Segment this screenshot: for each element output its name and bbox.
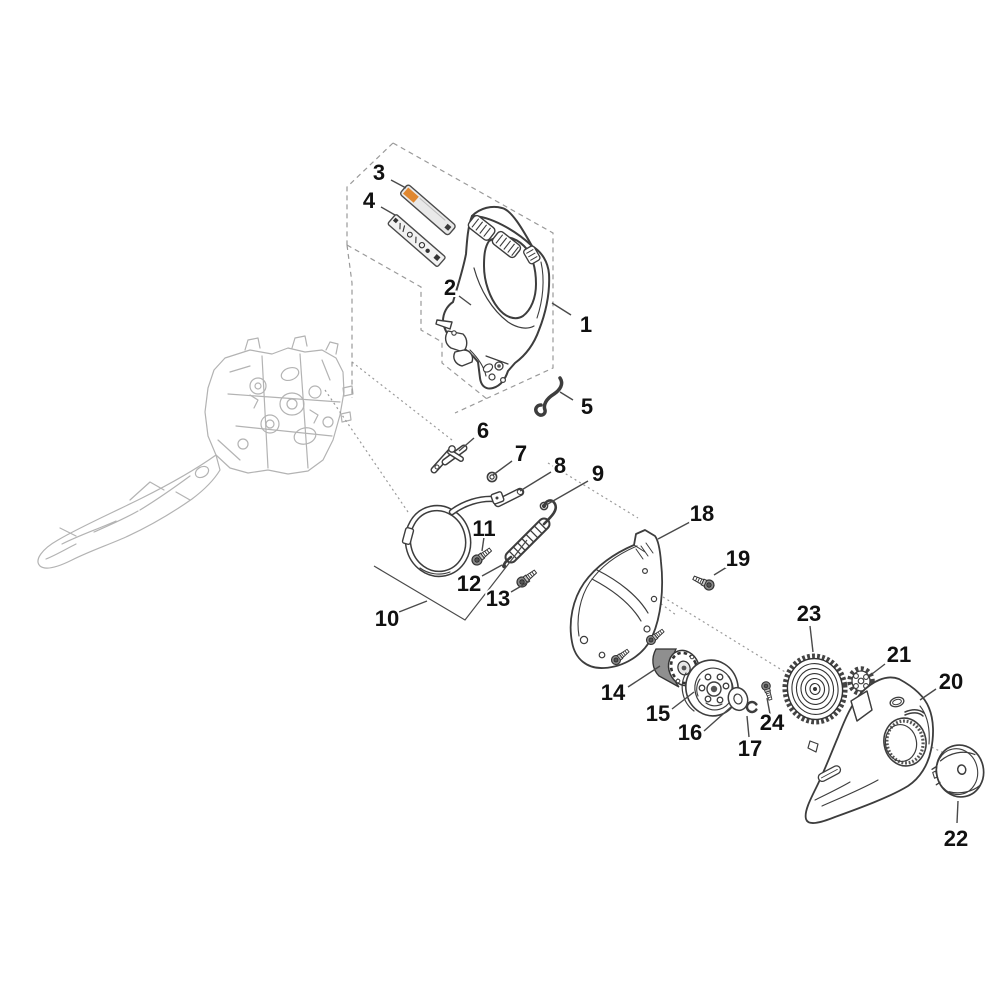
projection-line (926, 744, 945, 754)
callout-10-label: 10 (375, 606, 399, 631)
grip-pad (491, 230, 522, 259)
callout-16-leader (703, 706, 732, 732)
callout-12-label: 12 (457, 571, 481, 596)
callout-4-leader (380, 206, 396, 216)
grip-pad (523, 245, 541, 265)
callout-2-label: 2 (444, 275, 456, 300)
projection-line (662, 596, 791, 676)
callout-3-label: 3 (373, 160, 385, 185)
washer-16 (727, 686, 749, 712)
e-clip-17 (745, 700, 758, 714)
fan-housing (804, 676, 934, 824)
callout-5-leader (559, 391, 574, 401)
starter-cover-cap (931, 744, 985, 798)
projection-line (324, 389, 409, 513)
exploded-group-box (392, 142, 554, 414)
spring-clip (534, 376, 564, 417)
callout-21-label: 21 (887, 642, 911, 667)
callout-19-leader (713, 566, 728, 576)
projection-line (351, 361, 453, 441)
callout-5-label: 5 (581, 394, 593, 419)
callout-6-leader (458, 437, 475, 452)
callout-22-label: 22 (944, 826, 968, 851)
callout-24-leader (766, 697, 771, 715)
brake-band (401, 491, 505, 578)
callout-18-label: 18 (690, 501, 714, 526)
callout-14-leader (627, 665, 661, 688)
callout-24-label: 24 (760, 710, 785, 735)
callout-17-leader (746, 715, 750, 738)
callout-10-leader (398, 600, 428, 613)
callout-9-label: 9 (592, 461, 604, 486)
throttle-trigger (435, 319, 474, 367)
callout-20-leader (919, 688, 937, 701)
handle-mount-foot (482, 355, 509, 384)
projection-line (547, 462, 639, 519)
callout-17-label: 17 (738, 736, 762, 761)
callout-3-leader (390, 179, 407, 189)
callout-15-label: 15 (646, 701, 670, 726)
callout-16-label: 16 (678, 720, 702, 745)
callout-8-leader (519, 471, 552, 492)
clutch-drum (681, 659, 739, 717)
screw-13 (514, 566, 540, 590)
callout-23-label: 23 (797, 601, 821, 626)
handle-grip-hole (483, 235, 537, 320)
callout-11-leader (481, 536, 485, 552)
callout-2-leader (458, 295, 472, 306)
callout-8-label: 8 (554, 453, 566, 478)
starter-pawl-gear (847, 666, 875, 696)
callout-9-leader (545, 480, 589, 506)
sprocket-cover (569, 529, 664, 669)
callout-21-leader (871, 663, 886, 675)
grip-pad (467, 214, 496, 241)
callout-18-leader (657, 521, 691, 540)
trim-strip-4 (387, 214, 446, 267)
rear-handle (442, 205, 551, 390)
callout-19-label: 19 (726, 546, 750, 571)
callout-23-leader (809, 625, 814, 653)
callout-11-label: 11 (472, 516, 495, 541)
callout-4-label: 4 (363, 188, 376, 213)
callout-6-label: 6 (477, 418, 489, 443)
callout-13-label: 13 (486, 586, 510, 611)
screw-19 (690, 572, 717, 593)
strip-orange-tip (402, 187, 419, 203)
callout-13-leader (510, 580, 531, 593)
brake-lever-pawl (430, 444, 468, 474)
callout-1-leader (551, 302, 572, 316)
callout-20-label: 20 (939, 669, 963, 694)
engine-housing-ghost (37, 335, 354, 569)
callout-7-label: 7 (515, 441, 527, 466)
callout-15-leader (671, 691, 695, 710)
construction-lines (324, 142, 945, 754)
callout-12-leader (481, 564, 503, 577)
callout-1-label: 1 (580, 312, 592, 337)
group-bracket-10 (373, 539, 528, 621)
callout-14-label: 14 (601, 680, 626, 705)
trim-strip-3 (400, 184, 456, 236)
rope-rotor (782, 653, 848, 725)
callout-7-leader (492, 460, 513, 476)
callout-22-leader (956, 800, 959, 824)
tension-spring (502, 499, 558, 569)
